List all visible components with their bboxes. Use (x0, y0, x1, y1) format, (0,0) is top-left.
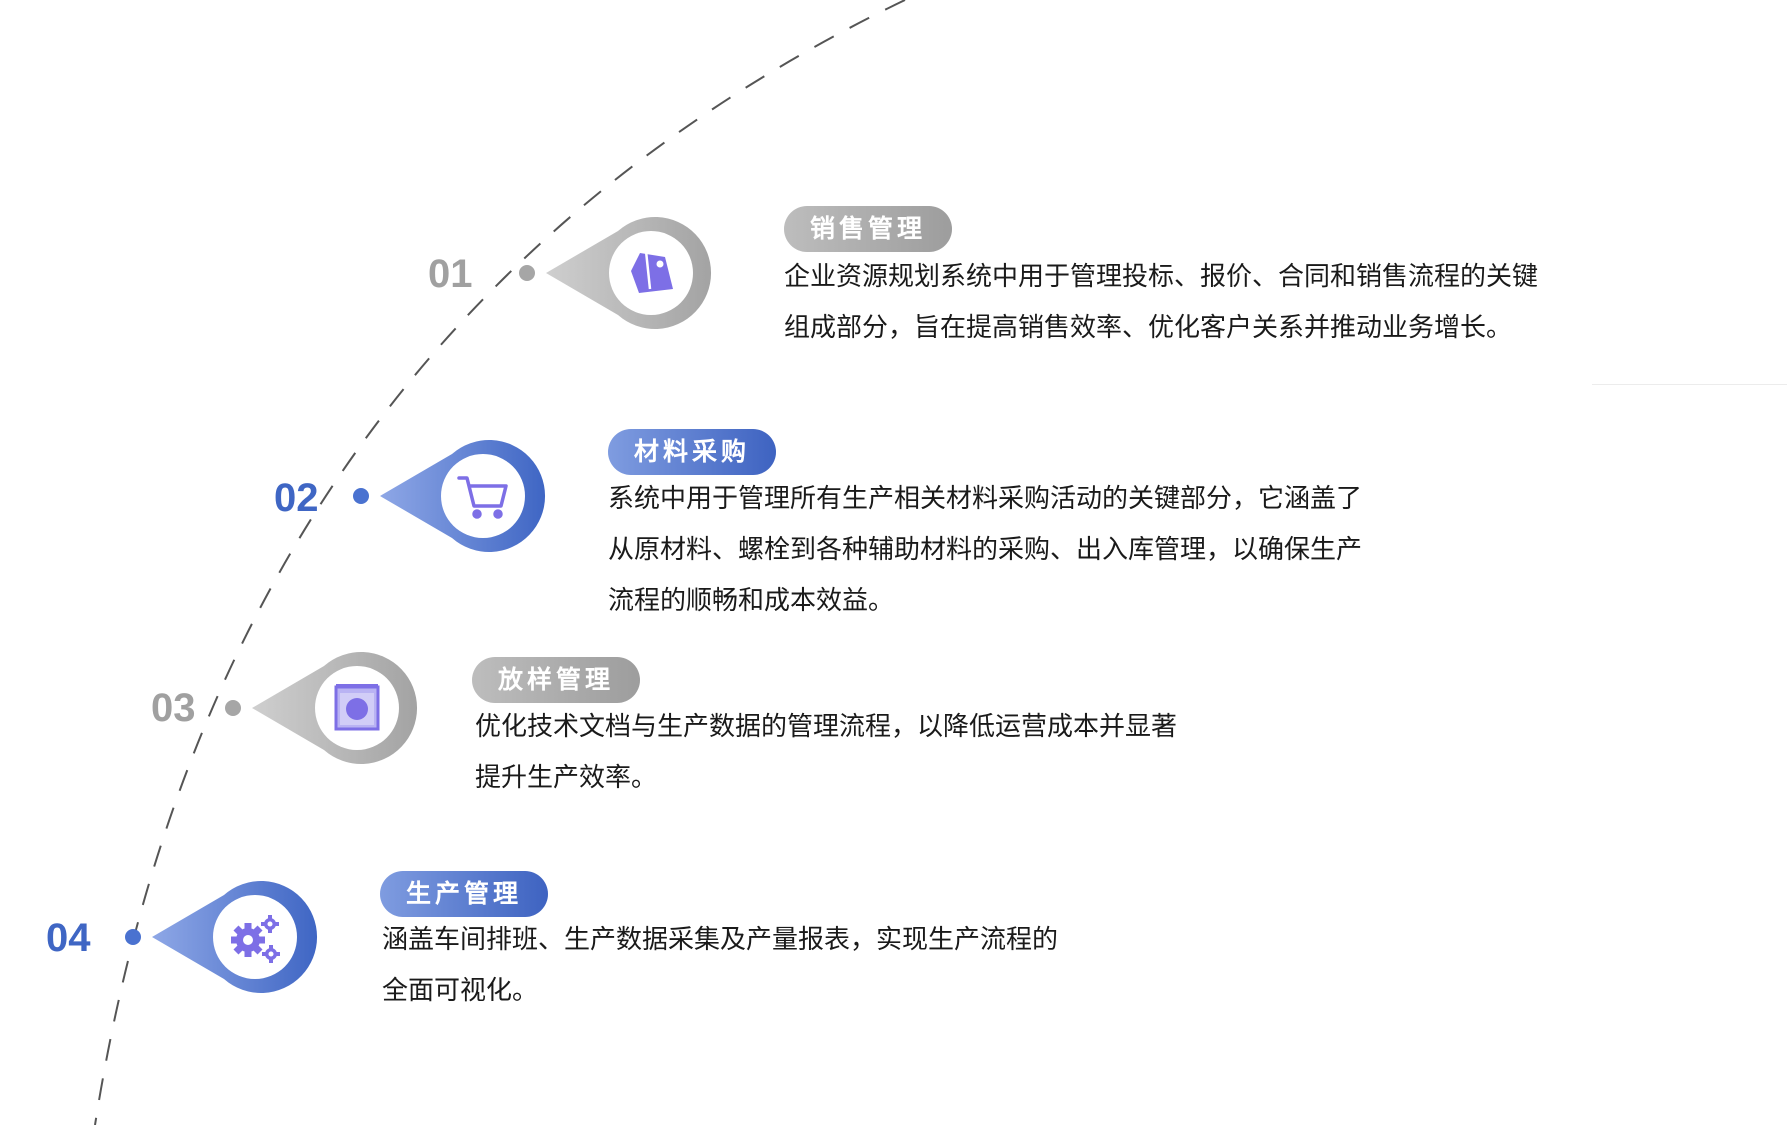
description-04: 涵盖车间排班、生产数据采集及产量报表，实现生产流程的 全面可视化。 (382, 915, 1058, 1017)
step-number-01: 01 (428, 252, 473, 296)
timeline-dot-04 (125, 929, 141, 945)
description-02-line-1: 系统中用于管理所有生产相关材料采购活动的关键部分，它涵盖了 (608, 484, 1363, 514)
timeline-dot-03 (225, 700, 241, 716)
shopping-cart-icon (457, 476, 508, 519)
step-number-02: 02 (274, 476, 319, 520)
description-02-line-2: 从原材料、螺栓到各种辅助材料的采购、出入库管理，以确保生产 (608, 535, 1363, 565)
title-pill-bg-03 (472, 657, 640, 703)
description-01-line-2: 组成部分，旨在提高销售效率、优化客户关系并推动业务增长。 (784, 313, 1513, 343)
timeline-arc (94, 0, 906, 1125)
step-number-03: 03 (151, 686, 196, 730)
description-03-line-2: 提升生产效率。 (475, 763, 658, 793)
title-pill-bg-01 (784, 206, 952, 252)
marker-03 (225, 652, 418, 765)
description-01: 企业资源规划系统中用于管理投标、报价、合同和销售流程的关键 组成部分，旨在提高销… (784, 252, 1538, 354)
marker-04 (125, 880, 318, 993)
title-pill-bg-02 (608, 429, 776, 475)
description-02: 系统中用于管理所有生产相关材料采购活动的关键部分，它涵盖了 从原材料、螺栓到各种… (608, 474, 1362, 627)
timeline-dot-01 (519, 265, 535, 281)
pin-inner-circle-02 (441, 454, 525, 538)
description-03-line-1: 优化技术文档与生产数据的管理流程，以降低运营成本并显著 (475, 712, 1178, 742)
description-03: 优化技术文档与生产数据的管理流程，以降低运营成本并显著 提升生产效率。 (475, 702, 1177, 804)
step-number-04: 04 (46, 916, 91, 960)
timeline-dot-02 (353, 488, 369, 504)
separator-line (1592, 384, 1787, 385)
marker-02 (353, 440, 546, 552)
title-pill-01: 销售管理 (809, 214, 926, 243)
drawing-frame-icon (334, 684, 380, 731)
title-pill-03: 放样管理 (497, 665, 614, 694)
description-04-line-1: 涵盖车间排班、生产数据采集及产量报表，实现生产流程的 (382, 925, 1059, 955)
marker-01 (519, 217, 712, 329)
description-04-line-2: 全面可视化。 (382, 976, 539, 1006)
title-pill-02: 材料采购 (633, 437, 750, 466)
price-tag-icon (631, 250, 673, 293)
description-02-line-3: 流程的顺畅和成本效益。 (608, 586, 895, 616)
title-pill-04: 生产管理 (405, 879, 522, 908)
title-pill-bg-04 (380, 871, 548, 917)
gears-icon (231, 915, 280, 963)
description-01-line-1: 企业资源规划系统中用于管理投标、报价、合同和销售流程的关键 (784, 262, 1539, 292)
